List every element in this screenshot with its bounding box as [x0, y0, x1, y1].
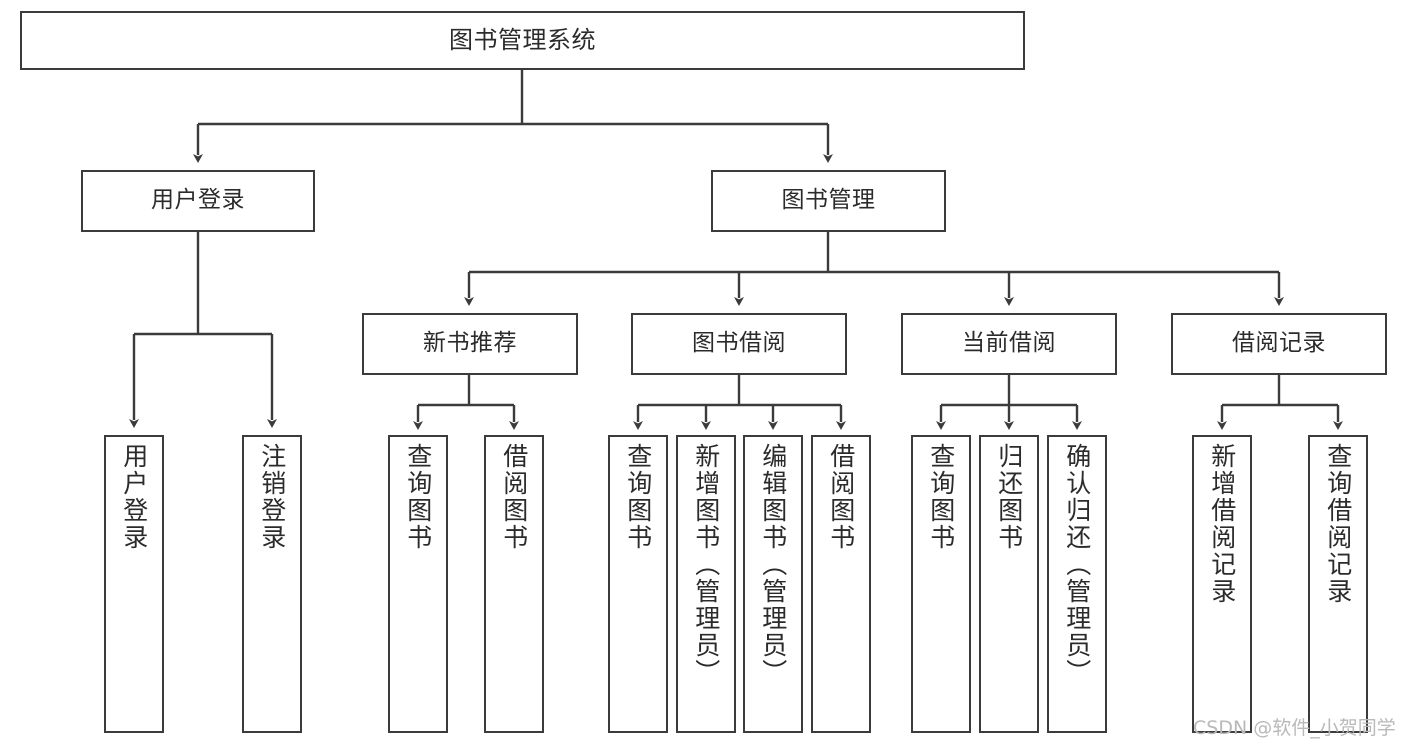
node-label: 查询图书 [926, 443, 956, 551]
node-label: 借阅记录 [1232, 330, 1326, 357]
leaf-user-login[interactable]: 用户登录 [104, 435, 164, 733]
leaf-edit-book[interactable]: 编辑图书（管理员） [743, 435, 803, 733]
node-label: 确认归还（管理员） [1062, 443, 1092, 686]
leaf-return-book[interactable]: 归还图书 [979, 435, 1039, 733]
node-book-manage[interactable]: 图书管理 [711, 170, 946, 232]
node-book-borrow[interactable]: 图书借阅 [631, 313, 847, 375]
node-label: 用户登录 [151, 187, 245, 214]
leaf-query-book-recommend[interactable]: 查询图书 [388, 435, 448, 733]
node-label: 图书管理系统 [449, 26, 596, 55]
leaf-logout-login[interactable]: 注销登录 [242, 435, 302, 733]
node-user-login[interactable]: 用户登录 [81, 170, 315, 232]
node-label: 查询图书 [623, 443, 653, 551]
node-borrow-record[interactable]: 借阅记录 [1171, 313, 1387, 375]
node-label: 图书借阅 [692, 330, 786, 357]
node-label: 新增借阅记录 [1207, 443, 1237, 605]
node-label: 用户登录 [119, 443, 149, 551]
leaf-borrow-book[interactable]: 借阅图书 [811, 435, 871, 733]
csdn-watermark: CSDN @软件_小贺同学 [1193, 717, 1396, 739]
leaf-query-borrow-record[interactable]: 查询借阅记录 [1308, 435, 1368, 733]
node-label: 查询借阅记录 [1323, 443, 1353, 605]
node-label: 图书管理 [781, 187, 876, 214]
leaf-query-book-current[interactable]: 查询图书 [911, 435, 971, 733]
node-root-library-system[interactable]: 图书管理系统 [20, 11, 1025, 70]
node-new-book-recommend[interactable]: 新书推荐 [362, 313, 578, 375]
leaf-add-borrow-record[interactable]: 新增借阅记录 [1192, 435, 1252, 733]
leaf-query-book-borrow[interactable]: 查询图书 [608, 435, 668, 733]
node-label: 查询图书 [403, 443, 433, 551]
node-label: 借阅图书 [826, 443, 856, 551]
node-label: 新增图书（管理员） [691, 443, 721, 686]
node-label: 编辑图书（管理员） [758, 443, 788, 686]
node-label: 注销登录 [257, 443, 287, 551]
node-label: 借阅图书 [499, 443, 529, 551]
leaf-add-book[interactable]: 新增图书（管理员） [676, 435, 736, 733]
node-label: 当前借阅 [962, 330, 1056, 357]
node-label: 新书推荐 [423, 330, 517, 357]
leaf-borrow-book-recommend[interactable]: 借阅图书 [484, 435, 544, 733]
node-label: 归还图书 [994, 443, 1024, 551]
node-current-borrow[interactable]: 当前借阅 [901, 313, 1117, 375]
leaf-confirm-return[interactable]: 确认归还（管理员） [1047, 435, 1107, 733]
